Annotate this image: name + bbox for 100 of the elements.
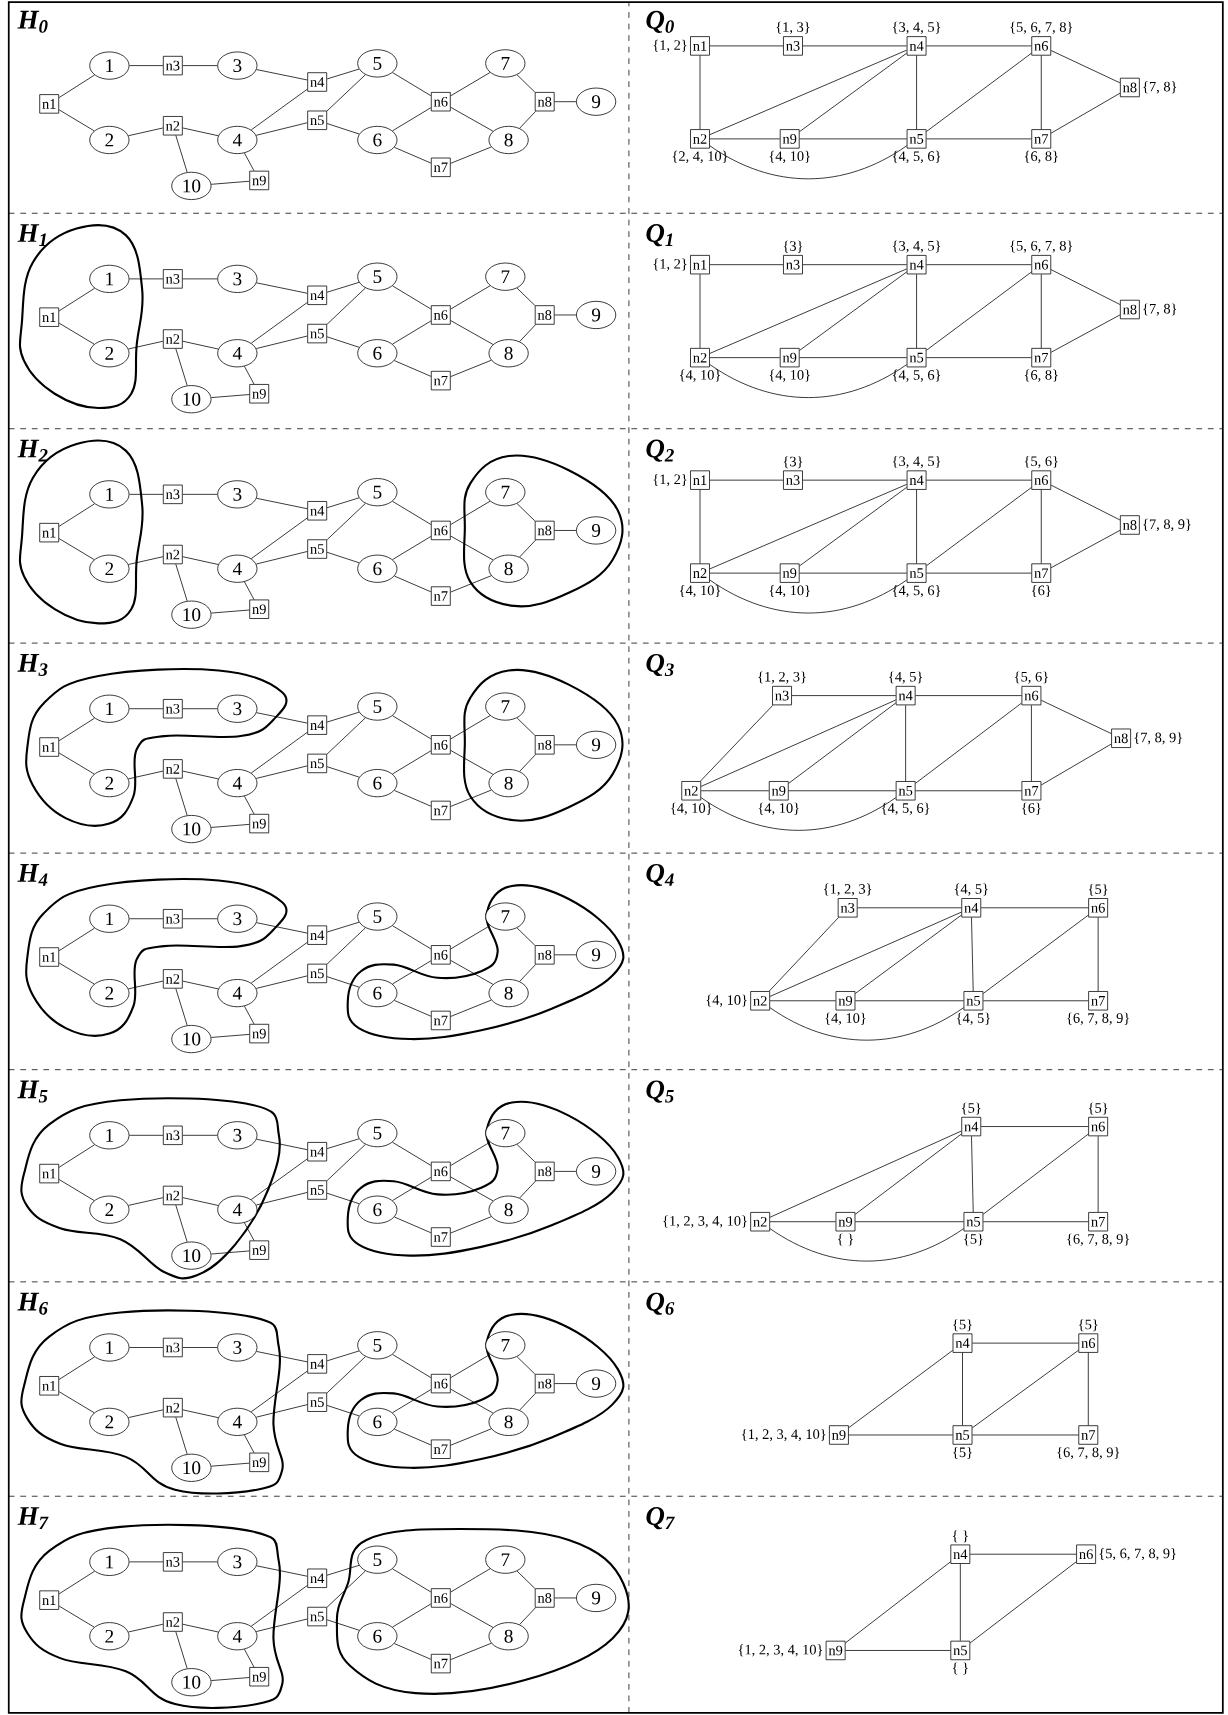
net-box: n9	[779, 347, 800, 368]
edge-line	[255, 1618, 308, 1632]
net-box: n8	[534, 945, 555, 965]
net-box: n2	[681, 781, 701, 801]
edge-line	[326, 287, 366, 325]
net-box: n9	[249, 1023, 269, 1044]
edge-line	[58, 962, 95, 985]
edge-line	[256, 1138, 308, 1151]
edge-line	[175, 348, 188, 386]
edge-line	[243, 795, 255, 815]
edge-line	[256, 497, 308, 510]
net-box: n3	[782, 36, 803, 56]
edge-line	[519, 1180, 536, 1199]
set-label: {3}	[783, 240, 803, 253]
net-box: n8	[534, 520, 555, 541]
edge-line	[450, 1354, 491, 1379]
edge-line	[980, 907, 1089, 909]
edge-line	[1050, 484, 1121, 521]
panel-label: Q$_{4}$	[646, 863, 674, 887]
edge-line	[1040, 699, 1112, 734]
edge-line	[58, 503, 95, 527]
edge-line	[210, 394, 250, 398]
net-box: n5	[906, 563, 927, 583]
net-box: n1	[39, 522, 59, 543]
net-box: n7	[430, 586, 451, 606]
net-box: n2	[162, 1612, 183, 1632]
net-box: n9	[779, 563, 800, 583]
edge-line	[182, 278, 218, 280]
set-label: {4, 5, 6}	[892, 585, 941, 598]
edge-line	[845, 1650, 951, 1651]
set-label: {4, 10}	[758, 802, 799, 815]
net-box: n5	[307, 753, 327, 774]
edge-line	[243, 1649, 255, 1668]
net-box: n7	[1078, 1425, 1099, 1445]
edge-line	[982, 1133, 1089, 1215]
set-label: {4, 10}	[679, 369, 720, 382]
set-label: {1, 2, 3, 4, 10}	[741, 1428, 826, 1442]
net-box: n2	[162, 544, 183, 565]
edge-line	[969, 1561, 1077, 1644]
edge-line	[326, 1619, 360, 1631]
edge-line	[554, 744, 577, 746]
edge-line	[182, 65, 218, 66]
net-box: n9	[779, 129, 800, 149]
edge-line	[450, 500, 491, 525]
edge-line	[516, 287, 536, 306]
edge-line	[450, 320, 494, 345]
edge-line	[175, 1416, 188, 1455]
edge-line	[450, 925, 491, 950]
set-label: {1, 2, 3}	[758, 671, 806, 684]
set-label: {6, 7, 8, 9}	[1067, 1233, 1129, 1246]
edge-line	[554, 1171, 577, 1172]
edge-line	[854, 1221, 964, 1223]
edge-line	[127, 1409, 164, 1418]
edge-line	[128, 493, 164, 495]
net-box: n4	[952, 1333, 973, 1353]
net-box: n2	[162, 1397, 183, 1418]
net-box: n7	[1021, 781, 1042, 801]
net-box: n4	[307, 285, 327, 305]
edge-line	[326, 123, 360, 135]
edge-line	[250, 1585, 308, 1627]
net-box: n7	[430, 1439, 451, 1459]
set-label: {1, 2}	[653, 474, 687, 487]
edge-line	[58, 1179, 95, 1201]
edge-line	[392, 715, 432, 740]
edge-line	[326, 1356, 366, 1394]
net-box: n8	[1119, 77, 1140, 98]
set-label: {4, 5}	[889, 671, 922, 684]
panel-label: Q$_{7}$	[646, 1507, 675, 1530]
net-box: n9	[835, 991, 856, 1011]
edge-line	[392, 536, 432, 560]
set-label: {4, 5}	[954, 883, 988, 896]
edge-line	[1097, 917, 1099, 992]
net-box: n5	[307, 323, 327, 344]
edge-line	[210, 609, 250, 614]
edge-line	[128, 1561, 164, 1563]
set-label: {5, 6, 7, 8}	[1010, 240, 1072, 253]
net-box: n7	[1088, 1212, 1108, 1232]
net-box: n5	[895, 781, 916, 801]
edge-line	[854, 914, 962, 994]
net-box: n6	[1031, 470, 1051, 490]
net-box: n3	[162, 55, 183, 76]
net-box: n9	[249, 813, 269, 834]
set-label: {5, 6}	[1024, 455, 1058, 469]
edge-line	[250, 517, 308, 559]
edge-line	[709, 579, 907, 614]
edge-line	[58, 322, 95, 345]
edge-line	[326, 766, 360, 778]
edge-line	[450, 285, 491, 310]
panel-label: Q$_{5}$	[646, 1080, 674, 1103]
edge-line	[769, 1000, 836, 1002]
edge-line	[699, 489, 701, 564]
edge-line	[393, 790, 432, 807]
set-label: {4, 5, 6}	[881, 802, 930, 815]
edge-line	[857, 907, 962, 909]
edge-line	[326, 711, 360, 723]
edge-line	[210, 1462, 250, 1467]
edge-line	[256, 282, 308, 294]
panel-label: Q$_{3}$	[646, 653, 674, 677]
edge-line	[450, 1176, 494, 1202]
edge-line	[127, 127, 164, 137]
